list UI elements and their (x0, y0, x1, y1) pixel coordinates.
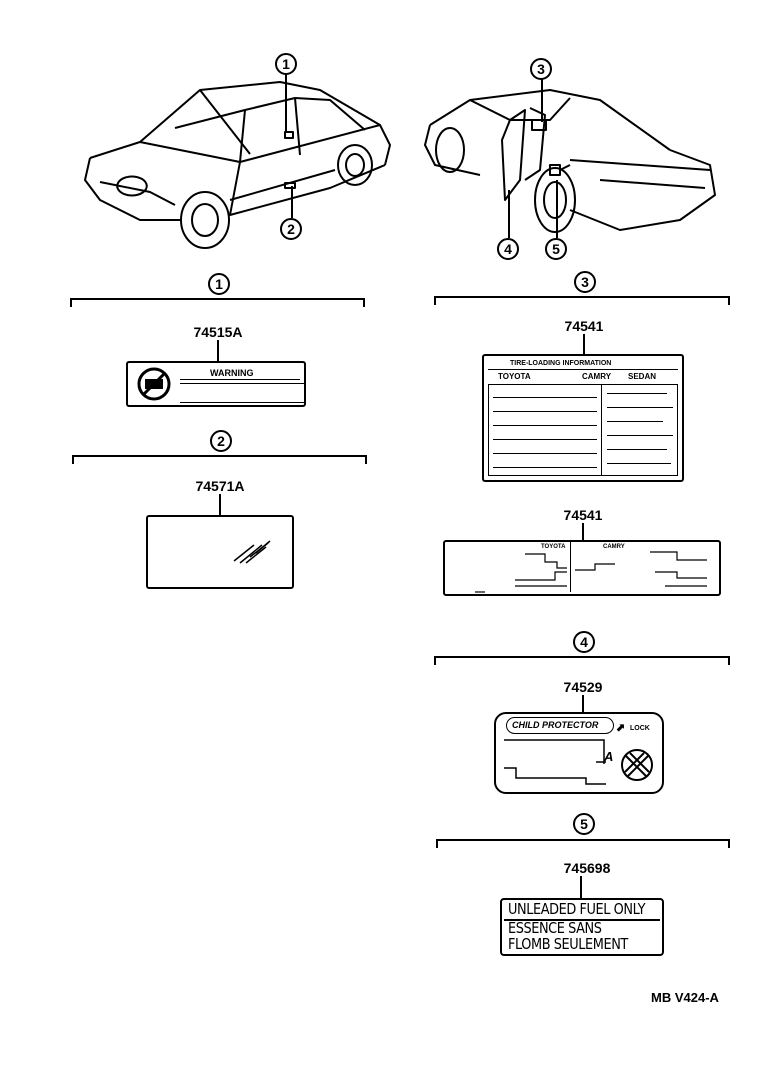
diagram-code: MB V424-A (651, 990, 719, 1005)
fuel-label-line-3: FLOMB SEULEMENT (508, 935, 628, 953)
info-strip-make: TOYOTA (541, 544, 566, 550)
part-number-74515a: 74515A (193, 324, 243, 340)
child-protector-label: CHILD PROTECTOR ⬈ LOCK A (494, 712, 664, 794)
clear-film-label (146, 515, 294, 589)
part-number-74541-tire: 74541 (564, 318, 604, 334)
warning-text-block (180, 383, 304, 403)
info-strip-divider (570, 542, 571, 592)
part-number-745698: 745698 (563, 860, 611, 876)
tire-table (488, 384, 678, 476)
leader-line-5 (556, 180, 558, 238)
leader-line-1 (285, 73, 287, 133)
warning-label: WARNING (126, 361, 306, 407)
tire-body: SEDAN (628, 372, 657, 381)
section-2-bracket (72, 455, 367, 464)
car-front-view (84, 81, 391, 249)
tire-model: CAMRY (582, 372, 612, 381)
part-4-leader (582, 695, 584, 713)
car-rear-view (424, 89, 716, 233)
no-symbol-icon (137, 367, 171, 401)
info-strip-model: CAMRY (603, 544, 625, 550)
section-2-callout: 2 (210, 430, 232, 452)
part-number-74541-strip: 74541 (563, 507, 603, 523)
section-4-callout: 4 (573, 631, 595, 653)
lock-arrow-icon: ⬈ (616, 722, 626, 734)
fuel-label-rule (504, 919, 660, 921)
section-1-callout: 1 (208, 273, 230, 295)
leader-line-3 (541, 78, 543, 122)
callout-5-top: 5 (545, 238, 567, 260)
info-strip-steps (475, 551, 707, 593)
part-1-leader (217, 340, 219, 362)
fuel-label-line-2: ESSENCE SANS (508, 919, 602, 937)
lock-dial-icon (621, 749, 653, 781)
leader-line-4 (508, 190, 510, 238)
part-number-74529: 74529 (563, 679, 603, 695)
tire-loading-label: TIRE-LOADING INFORMATION TOYOTA CAMRY SE… (482, 354, 684, 482)
part-3b-leader (582, 523, 584, 541)
fuel-label-line-1: UNLEADED FUEL ONLY (508, 900, 646, 918)
tire-make: TOYOTA (498, 372, 531, 381)
lock-text: LOCK (630, 725, 650, 732)
info-strip-label: TOYOTA CAMRY (443, 540, 721, 596)
warning-text: WARNING (210, 368, 254, 378)
section-1-bracket (70, 298, 365, 307)
section-3-bracket (434, 296, 730, 305)
child-protector-steps (504, 739, 606, 785)
tire-loading-title: TIRE-LOADING INFORMATION (510, 360, 612, 367)
part-3a-leader (583, 334, 585, 356)
warning-rule (180, 379, 300, 380)
section-3-callout: 3 (574, 271, 596, 293)
leader-line-2 (291, 186, 293, 218)
part-2-leader (219, 494, 221, 516)
part-number-74571a: 74571A (195, 478, 245, 494)
child-protector-text: CHILD PROTECTOR (512, 720, 599, 730)
callout-1-top: 1 (275, 53, 297, 75)
child-protector-box: CHILD PROTECTOR (506, 717, 614, 734)
section-4-bracket (434, 656, 730, 665)
unleaded-fuel-label: UNLEADED FUEL ONLY ESSENCE SANS FLOMB SE… (500, 898, 664, 956)
callout-3-top: 3 (530, 58, 552, 80)
glare-hatch-icon (233, 540, 271, 564)
callout-4-top: 4 (497, 238, 519, 260)
child-letter: A (604, 749, 614, 764)
callout-2-top: 2 (280, 218, 302, 240)
section-5-callout: 5 (573, 813, 595, 835)
section-5-bracket (436, 839, 730, 848)
part-5-leader (580, 876, 582, 900)
tire-title-rule (488, 369, 678, 370)
